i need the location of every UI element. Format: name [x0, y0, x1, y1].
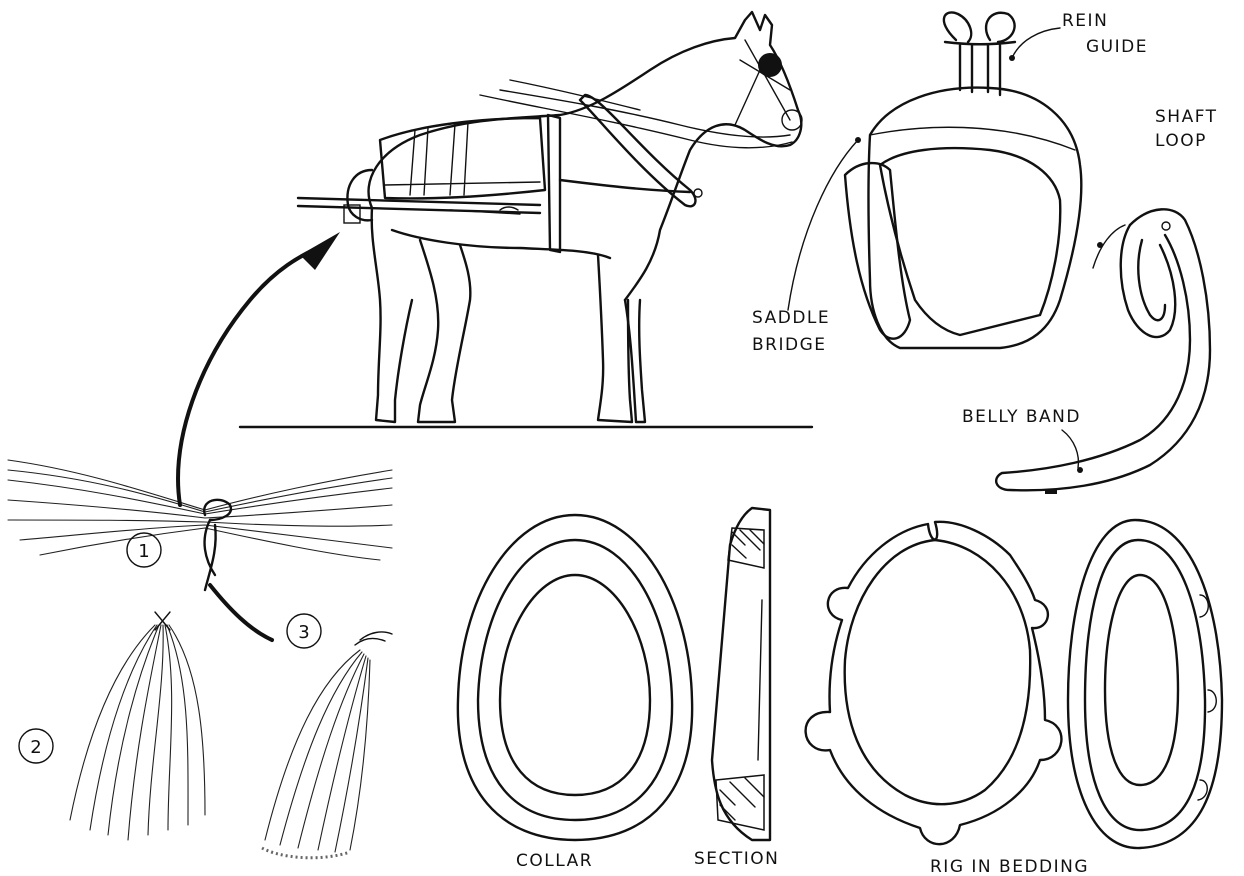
cart-shaft	[298, 198, 540, 213]
saddle-tree	[869, 88, 1082, 348]
label-section: SECTION	[694, 849, 779, 869]
belly-band	[996, 209, 1210, 494]
breast-strap	[560, 180, 690, 192]
rear-leg-left	[372, 208, 412, 422]
saddle-seam	[870, 127, 1075, 150]
reins	[480, 80, 792, 148]
rig-inner	[845, 540, 1031, 804]
collar-middle	[478, 540, 672, 820]
bedding-inner	[1105, 575, 1178, 785]
step2-number: 2	[30, 737, 41, 758]
front-leg-left	[598, 255, 632, 422]
hame-ring	[694, 189, 702, 197]
collar-inner	[500, 575, 650, 795]
step1-number: 1	[138, 541, 149, 562]
arrow-to-step3	[210, 585, 272, 640]
saddle-illustration	[845, 12, 1081, 348]
label-rig-in-bedding: RIG IN BEDDING	[930, 857, 1089, 876]
label-saddle: SADDLE	[752, 308, 830, 328]
label-collar: COLLAR	[516, 851, 593, 871]
saddle-pad	[380, 118, 545, 198]
horse-illustration	[240, 12, 812, 427]
tail-braid-finished	[262, 632, 392, 858]
tail-braid-step2: 2	[19, 612, 205, 840]
label-loop: LOOP	[1155, 131, 1207, 151]
collar-outer	[458, 515, 692, 840]
girth-strap	[548, 115, 560, 252]
arrow-head	[300, 232, 340, 270]
bedding-outer	[1068, 520, 1222, 848]
step3-number: 3	[298, 622, 309, 643]
rear-leg-right	[418, 240, 470, 422]
section-illustration	[712, 508, 770, 840]
label-shaft: SHAFT	[1155, 107, 1218, 127]
collar-illustration	[458, 515, 692, 840]
label-rein: REIN	[1062, 11, 1108, 31]
horse-body	[369, 12, 802, 300]
step3-marker: 3	[287, 614, 321, 648]
rein-guide	[944, 12, 1015, 95]
rig-in-bedding	[806, 520, 1222, 848]
saddle-stripes	[385, 122, 540, 195]
label-guide: GUIDE	[1086, 37, 1148, 57]
tail-braid-step1: 1	[8, 460, 392, 590]
arrow-to-horse	[178, 232, 340, 640]
label-bridge: BRIDGE	[752, 335, 827, 355]
bedding-middle	[1085, 540, 1205, 830]
labels: REIN GUIDE SHAFT LOOP SADDLE BRIDGE BELL…	[516, 11, 1218, 876]
label-belly-band: BELLY BAND	[962, 407, 1081, 427]
shaft-loop	[1121, 225, 1175, 337]
